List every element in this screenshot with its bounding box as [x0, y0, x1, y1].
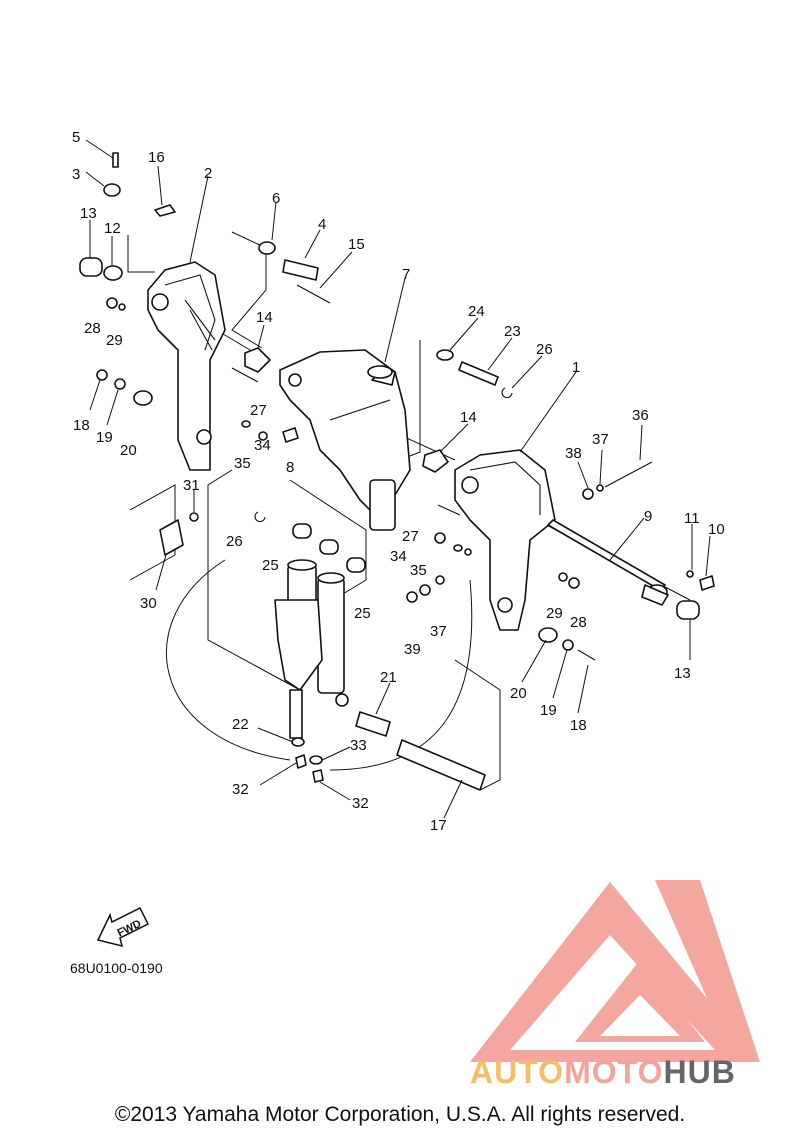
callout-32-right: 32	[352, 795, 369, 812]
callout-29-right: 29	[546, 605, 563, 622]
callout-19-right: 19	[540, 702, 557, 719]
callout-5: 5	[72, 129, 80, 146]
callout-23: 23	[504, 323, 521, 340]
callout-26-right: 26	[536, 341, 553, 358]
callout-29-left: 29	[106, 332, 123, 349]
callout-32-left: 32	[232, 781, 249, 798]
callout-14-left: 14	[256, 309, 273, 326]
wordmark-auto: AUTO	[470, 1054, 565, 1090]
callout-3: 3	[72, 166, 80, 183]
callout-35-right: 35	[410, 562, 427, 579]
callout-6: 6	[272, 190, 280, 207]
swivel-bracket	[279, 349, 411, 531]
callout-8: 8	[286, 459, 294, 476]
automotohub-wordmark: AUTOMOTOHUB	[470, 1054, 736, 1091]
hardware-parts	[79, 152, 715, 791]
callout-24: 24	[468, 303, 485, 320]
right-clamp-bracket	[454, 449, 556, 631]
callout-33: 33	[350, 737, 367, 754]
callout-2: 2	[204, 165, 212, 182]
callout-20-left: 20	[120, 442, 137, 459]
left-clamp-bracket	[147, 261, 226, 471]
callout-13-right: 13	[674, 665, 691, 682]
callout-34-left: 34	[254, 437, 271, 454]
callout-25-left: 25	[262, 557, 279, 574]
callout-1: 1	[572, 359, 580, 376]
callout-27-left: 27	[250, 402, 267, 419]
wordmark-hub: HUB	[663, 1054, 736, 1090]
wordmark-moto: MOTO	[564, 1054, 664, 1090]
callout-4: 4	[318, 216, 326, 233]
callout-37-right-top: 37	[592, 431, 609, 448]
callout-13-left: 13	[80, 205, 97, 222]
callout-10: 10	[708, 521, 725, 538]
callout-34-right: 34	[390, 548, 407, 565]
callout-12: 12	[104, 220, 121, 237]
callout-19-left: 19	[96, 429, 113, 446]
copyright-notice: ©2013 Yamaha Motor Corporation, U.S.A. A…	[114, 1103, 686, 1126]
callout-35-left: 35	[234, 455, 251, 472]
callout-22: 22	[232, 716, 249, 733]
callout-31: 31	[183, 477, 200, 494]
callout-21: 21	[380, 669, 397, 686]
callout-25-right: 25	[354, 605, 371, 622]
callout-39: 39	[404, 641, 421, 658]
callout-26-left: 26	[226, 533, 243, 550]
callout-36: 36	[632, 407, 649, 424]
callout-28-left: 28	[84, 320, 101, 337]
callout-18-left: 18	[73, 417, 90, 434]
callout-17: 17	[430, 817, 447, 834]
tilt-cylinder-assembly	[274, 559, 349, 739]
callout-leaders	[85, 139, 711, 819]
callout-16: 16	[148, 149, 165, 166]
callout-20-right: 20	[510, 685, 527, 702]
callout-30: 30	[140, 595, 157, 612]
callout-28-right: 28	[570, 614, 587, 631]
tilt-shaft	[547, 519, 669, 606]
automotohub-logo-icon	[470, 880, 760, 1062]
callout-7: 7	[402, 266, 410, 283]
callout-38: 38	[565, 445, 582, 462]
callout-18-right: 18	[570, 717, 587, 734]
callout-9: 9	[644, 508, 652, 525]
diagram-code: 68U0100-0190	[70, 960, 163, 976]
callout-labels: 1 2 3 4 5 6 7 8 9 10 11 12 13 13 14 14 1…	[72, 129, 725, 834]
callout-27-right: 27	[402, 528, 419, 545]
callout-15: 15	[348, 236, 365, 253]
callout-14-right: 14	[460, 409, 477, 426]
fwd-arrow-icon: FWD	[96, 906, 150, 948]
callout-11: 11	[684, 510, 700, 527]
callout-37-lower: 37	[430, 623, 447, 640]
